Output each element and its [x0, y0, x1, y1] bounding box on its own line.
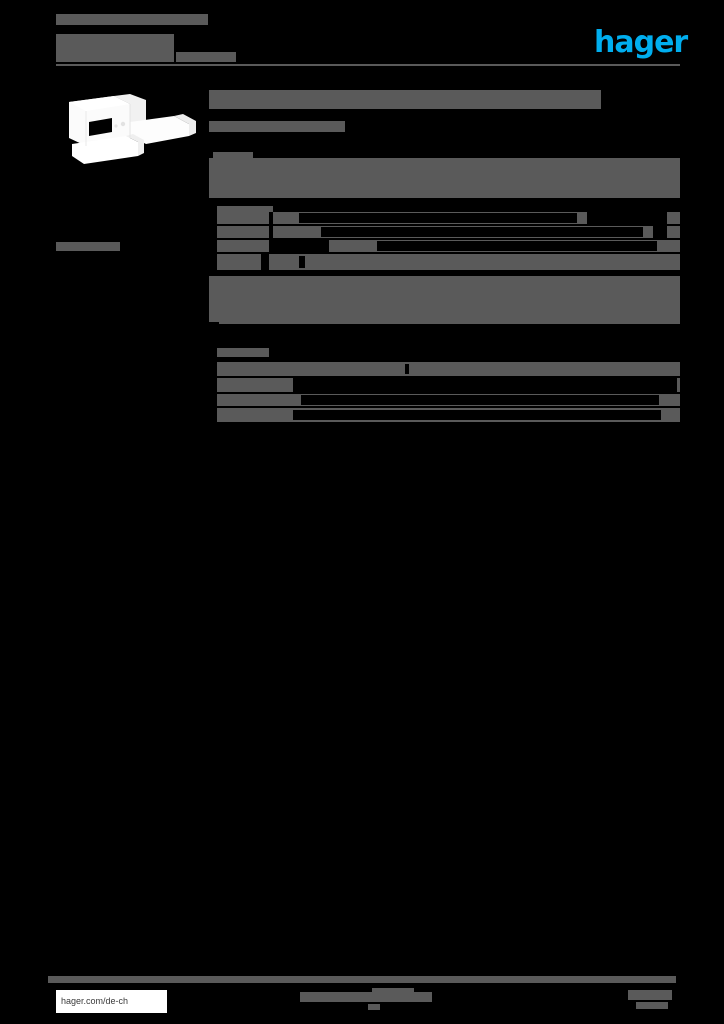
table-row	[209, 254, 680, 270]
table-row	[209, 362, 680, 376]
footer-page-number	[628, 990, 672, 1000]
document-kicker	[56, 14, 208, 25]
cell-gap	[293, 410, 661, 420]
block-notch	[209, 322, 219, 326]
row-gutter	[209, 212, 217, 224]
spec-table-1-tab-label	[213, 152, 253, 159]
product-subheading	[209, 121, 345, 132]
spec-table-1-body	[209, 158, 680, 198]
page-title-suffix	[176, 52, 236, 62]
table-row	[209, 226, 680, 238]
left-column	[56, 84, 206, 180]
row-gutter	[209, 362, 217, 376]
cell-gap	[269, 226, 273, 238]
hager-logo: hager	[594, 25, 688, 60]
table-row	[209, 240, 680, 252]
cell-gap	[269, 212, 273, 224]
header-divider	[56, 64, 680, 66]
cell-gap	[301, 395, 659, 405]
footer-center-text	[300, 992, 432, 1002]
table-row	[209, 394, 680, 406]
main-column	[209, 84, 680, 132]
row-gutter	[209, 240, 217, 252]
footer-page-number-secondary	[636, 1002, 668, 1009]
product-heading	[209, 90, 601, 109]
page-footer	[0, 976, 724, 1024]
cell-gap	[299, 213, 577, 223]
spec-table-2-tab-label	[217, 206, 273, 213]
cell-gap	[299, 256, 305, 268]
cell-gap	[653, 226, 667, 238]
page-header: hager	[56, 14, 688, 66]
footer-url[interactable]: hager.com/de-ch	[56, 990, 167, 1013]
cell-gap	[293, 378, 677, 392]
cell-gap	[261, 254, 269, 270]
spec-table-4-tab-label	[217, 348, 269, 357]
cell-gap	[269, 240, 329, 252]
table-row	[209, 378, 680, 392]
cell-gap	[321, 227, 643, 237]
footer-center-text-tertiary	[368, 1004, 380, 1010]
page-title	[56, 34, 174, 62]
cell-gap	[377, 241, 657, 251]
left-column-caption	[56, 242, 120, 251]
row-gutter	[209, 254, 217, 270]
cell-gap	[587, 212, 667, 224]
table-row	[209, 212, 680, 224]
table-row	[209, 408, 680, 422]
footer-center-text-secondary	[372, 988, 414, 996]
row-gutter	[209, 226, 217, 238]
row-gutter	[209, 408, 217, 422]
row-gutter	[209, 378, 217, 392]
spec-table-3	[209, 276, 680, 326]
footer-divider	[48, 976, 676, 983]
product-image	[56, 84, 206, 180]
spec-row-divider	[209, 198, 680, 200]
cell-gap	[405, 364, 409, 374]
row-gutter	[209, 394, 217, 406]
